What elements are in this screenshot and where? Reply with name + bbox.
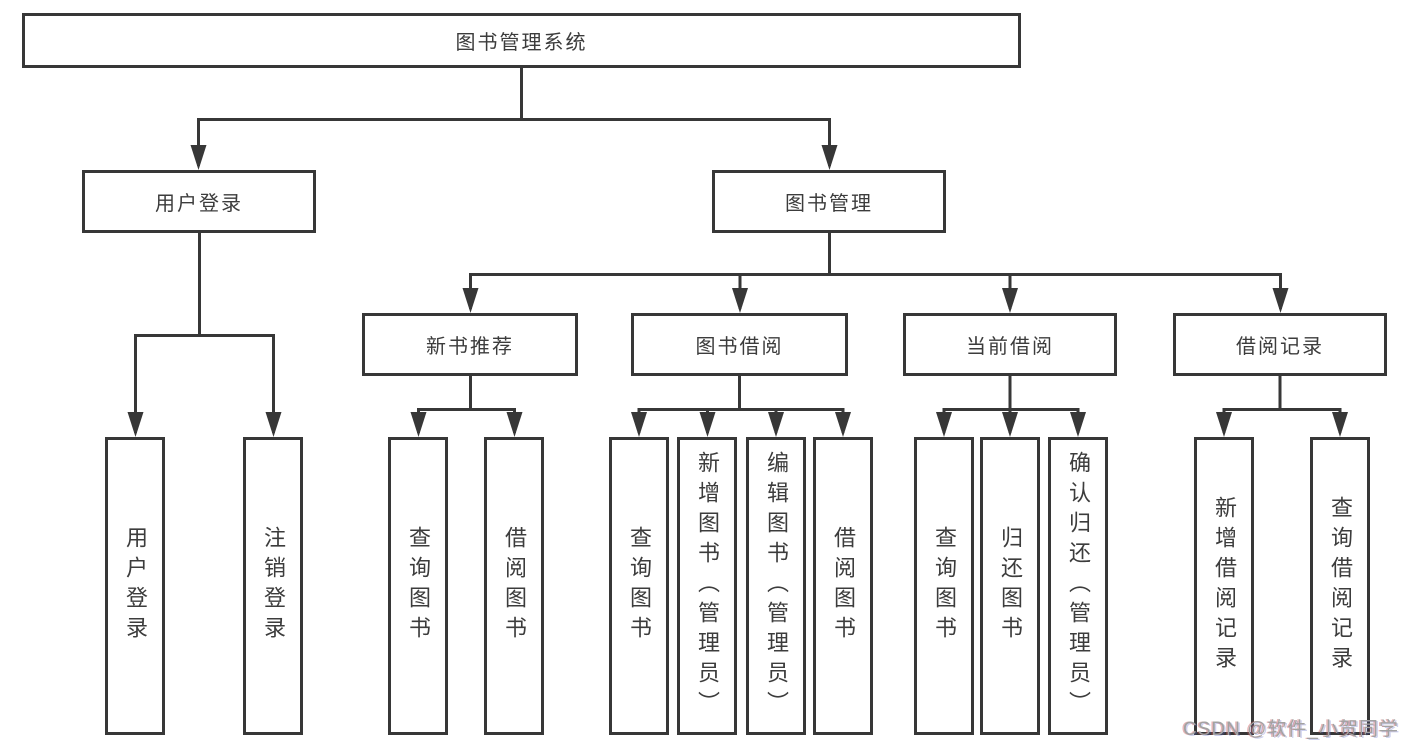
leaf-borrow-books: 借阅图书 <box>813 437 873 735</box>
leaf-add-books-admin: 新增图书（管理员） <box>677 437 737 735</box>
node-label: 新增借阅记录 <box>1212 496 1237 676</box>
node-label: 归还图书 <box>998 526 1023 646</box>
node-label: 查询图书 <box>932 526 957 646</box>
leaf-borrow-books: 借阅图书 <box>484 437 544 735</box>
node-new-book-recommendation: 新书推荐 <box>362 313 578 376</box>
leaf-query-borrow-record: 查询借阅记录 <box>1310 437 1370 735</box>
node-label: 用户登录 <box>155 193 243 215</box>
node-label: 用户登录 <box>123 526 148 646</box>
leaf-edit-books-admin: 编辑图书（管理员） <box>746 437 806 735</box>
node-book-borrowing: 图书借阅 <box>631 313 848 376</box>
node-book-management: 图书管理 <box>712 170 946 233</box>
node-label: 借阅记录 <box>1236 336 1324 358</box>
node-label: 注销登录 <box>261 526 286 646</box>
node-label: 确认归还（管理员） <box>1066 451 1091 721</box>
leaf-confirm-return-admin: 确认归还（管理员） <box>1048 437 1108 735</box>
node-label: 查询借阅记录 <box>1328 496 1353 676</box>
node-label: 查询图书 <box>627 526 652 646</box>
node-current-borrowing: 当前借阅 <box>903 313 1117 376</box>
leaf-query-books: 查询图书 <box>388 437 448 735</box>
node-label: 当前借阅 <box>966 336 1054 358</box>
node-label: 图书管理 <box>785 193 873 215</box>
node-library-management-system: 图书管理系统 <box>22 13 1021 68</box>
node-label: 借阅图书 <box>502 526 527 646</box>
csdn-watermark: CSDN @软件_小贺同学 <box>1183 719 1399 740</box>
node-borrowing-records: 借阅记录 <box>1173 313 1387 376</box>
leaf-query-books: 查询图书 <box>609 437 669 735</box>
leaf-user-login: 用户登录 <box>105 437 165 735</box>
node-label: 图书借阅 <box>695 336 784 358</box>
node-user-login: 用户登录 <box>82 170 316 233</box>
node-label: 编辑图书（管理员） <box>764 451 789 721</box>
leaf-return-books: 归还图书 <box>980 437 1040 735</box>
node-label: 图书管理系统 <box>455 32 588 54</box>
leaf-add-borrow-record: 新增借阅记录 <box>1194 437 1254 735</box>
connector-wires <box>134 68 1342 433</box>
node-label: 新书推荐 <box>426 336 514 358</box>
leaf-query-books: 查询图书 <box>914 437 974 735</box>
node-label: 查询图书 <box>406 526 431 646</box>
leaf-logout: 注销登录 <box>243 437 303 735</box>
node-label: 借阅图书 <box>831 526 856 646</box>
node-label: 新增图书（管理员） <box>695 451 720 721</box>
